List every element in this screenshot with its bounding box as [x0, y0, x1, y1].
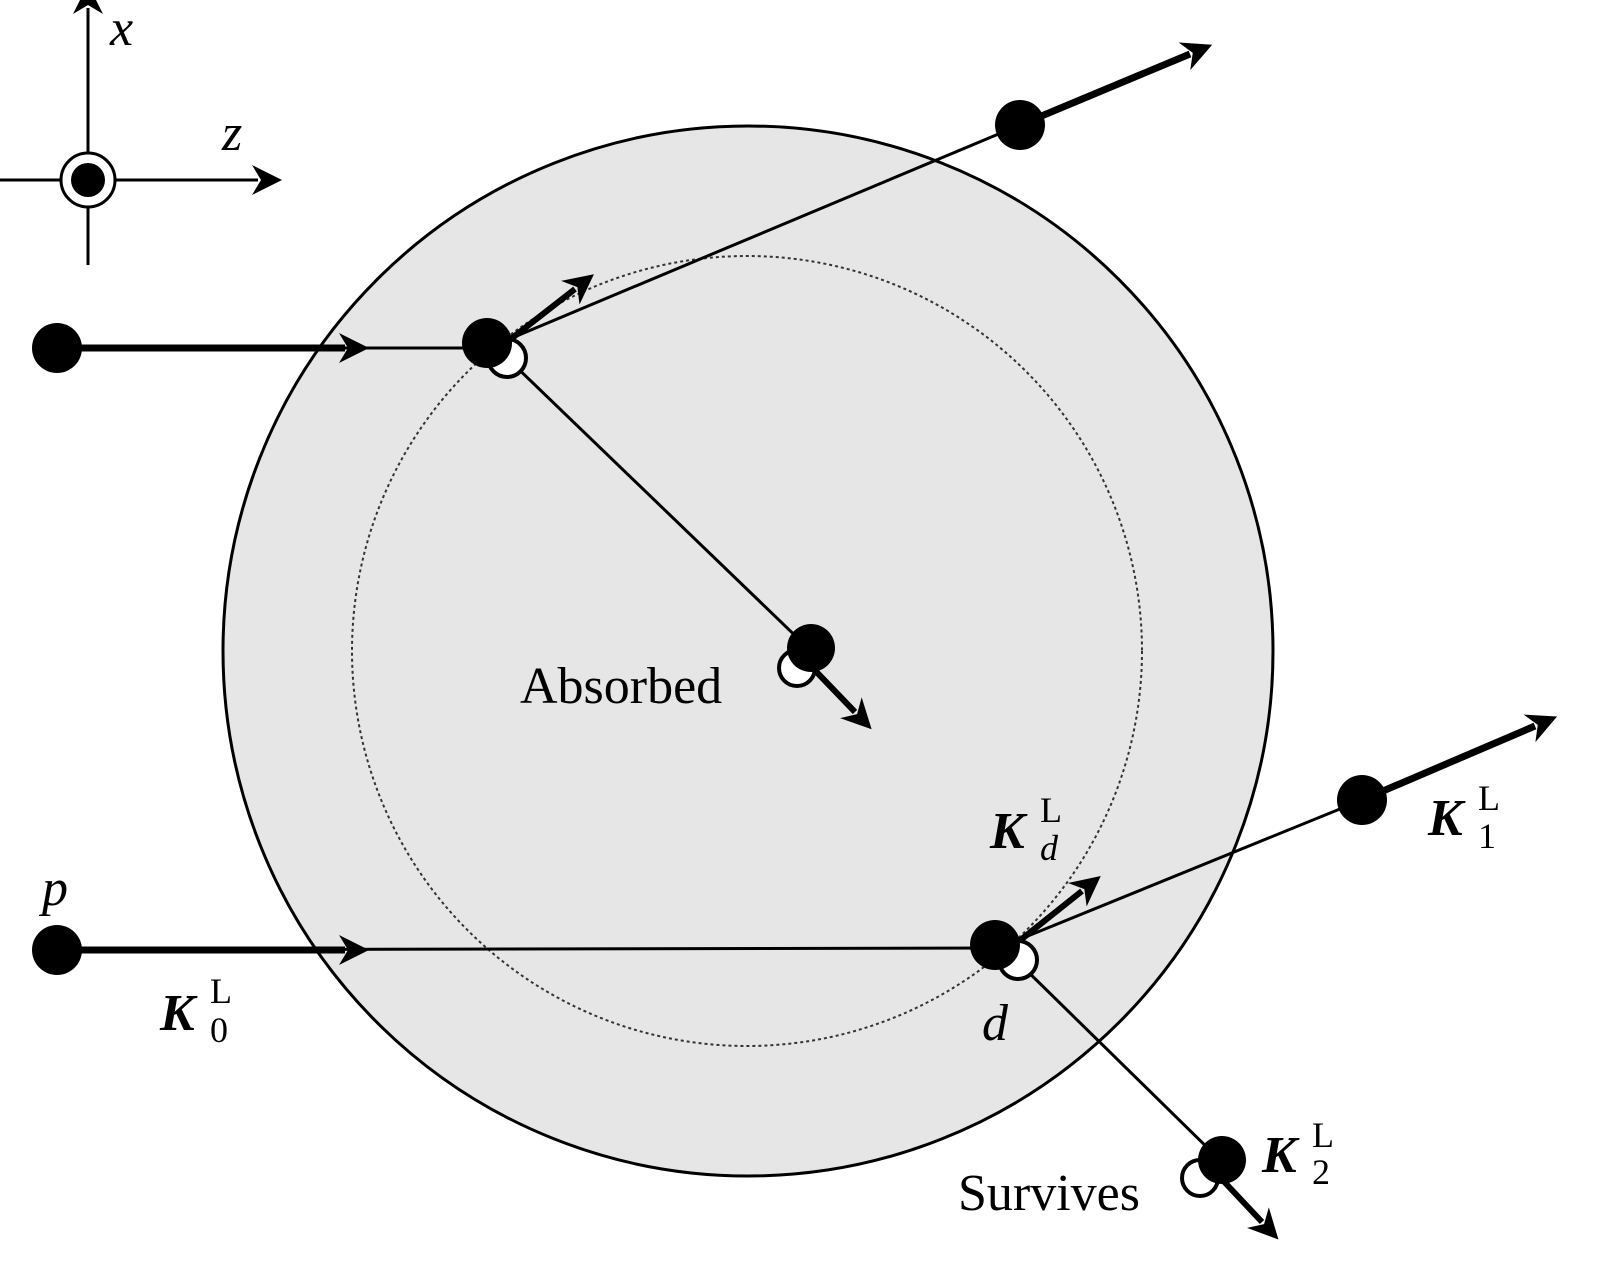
- inner-dotted-circle: [351, 255, 1143, 1047]
- svg-text:K: K: [1261, 1127, 1300, 1184]
- proton-scatter-top: [462, 318, 512, 368]
- d-label: d: [982, 995, 1009, 1052]
- svg-text:K: K: [989, 803, 1028, 860]
- absorbed-track: Absorbed: [32, 42, 1213, 730]
- proton-scatter-bottom: [970, 920, 1020, 970]
- absorbed-label: Absorbed: [520, 658, 722, 715]
- svg-text:0: 0: [210, 1010, 228, 1050]
- x-axis-label: x: [109, 0, 133, 57]
- svg-text:d: d: [1040, 828, 1059, 868]
- absorbed-particle: [787, 624, 835, 672]
- proton-incoming-top: [32, 323, 82, 373]
- survives-track: Survives p d K L 0 K L d K L 1 K L 2: [32, 714, 1558, 1240]
- Kd-label: K L d: [989, 790, 1062, 868]
- svg-text:K: K: [159, 985, 198, 1042]
- svg-text:L: L: [1312, 1115, 1334, 1155]
- coordinate-axes: x z: [0, 0, 282, 265]
- svg-text:L: L: [1478, 778, 1500, 818]
- z-axis-label: z: [221, 105, 242, 162]
- nucleus-circle: [221, 124, 1275, 1178]
- K0-label: K L 0: [159, 971, 232, 1050]
- K1-label: K L 1: [1427, 778, 1500, 856]
- svg-text:1: 1: [1478, 816, 1496, 856]
- survivor-particle: [1198, 1136, 1246, 1184]
- proton-incoming-bottom: [32, 925, 82, 975]
- survives-label: Survives: [958, 1165, 1140, 1222]
- svg-text:2: 2: [1312, 1152, 1330, 1192]
- proton-outgoing-top: [995, 100, 1045, 150]
- K2-label: K L 2: [1261, 1115, 1334, 1192]
- svg-text:K: K: [1427, 790, 1466, 847]
- svg-text:L: L: [210, 971, 232, 1011]
- proton-outgoing-bottom: [1337, 775, 1387, 825]
- svg-text:L: L: [1040, 790, 1062, 830]
- p-label: p: [38, 860, 68, 917]
